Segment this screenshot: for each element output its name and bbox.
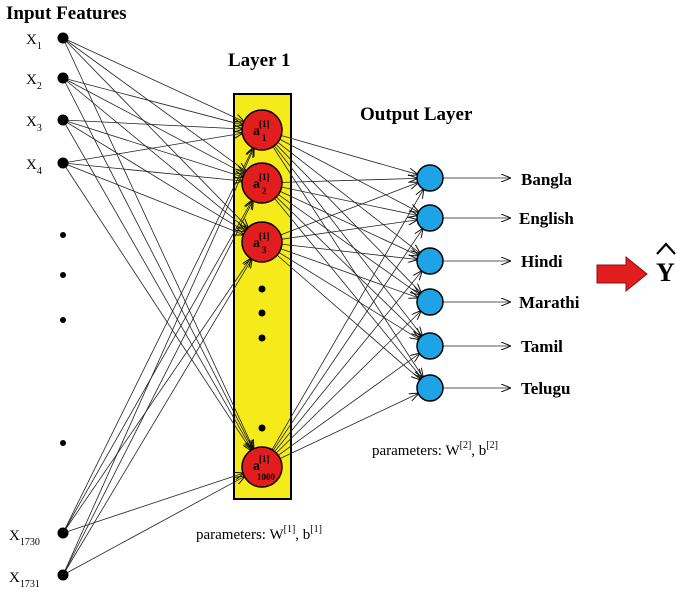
svg-text:a[1]: a[1]: [253, 172, 270, 192]
edge-input-2-hidden-2: [62, 119, 245, 232]
output-label-marathi: Marathi: [519, 293, 580, 312]
edge-hidden-1-output-4: [276, 196, 420, 337]
edge-hidden-3-output-2: [274, 271, 422, 452]
result-arrow-icon: [596, 255, 648, 293]
input-nodes: [57, 32, 69, 581]
hidden-neuron-a1000: a[1] 1000: [241, 446, 283, 488]
hidden-ellipsis: [258, 285, 266, 432]
hidden-to-output-connections: [271, 135, 423, 459]
edge-input-0-hidden-2: [62, 37, 248, 228]
output-label-hindi: Hindi: [521, 252, 563, 271]
hidden-parameters-caption: parameters: W[1], b[1]: [196, 524, 322, 543]
edge-input-1-hidden-1: [62, 77, 244, 174]
edge-input-3-hidden-2: [62, 162, 243, 235]
output-neuron-marathi: [416, 288, 444, 316]
output-neurons: [416, 164, 444, 402]
svg-text:3: 3: [262, 245, 267, 255]
input-label-x4: X4: [26, 157, 42, 177]
edge-hidden-3-output-1: [272, 229, 423, 451]
svg-text:1000: 1000: [257, 472, 276, 482]
edge-input-3-hidden-3: [62, 162, 251, 450]
input-to-hidden-connections: [62, 37, 254, 576]
hidden-neuron-a1: a[1] 1: [241, 109, 283, 151]
edge-input-4-hidden-3: [62, 473, 243, 534]
edge-hidden-0-output-3: [275, 144, 421, 292]
edge-hidden-2-output-1: [281, 220, 417, 240]
input-node-x2: [57, 72, 69, 84]
svg-text:1: 1: [262, 133, 267, 143]
input-ellipsis: [60, 232, 66, 446]
output-neuron-english: [416, 204, 444, 232]
hat-icon: [656, 242, 676, 255]
input-node-x1730: [57, 527, 69, 539]
edge-input-2-hidden-3: [62, 119, 252, 450]
edge-hidden-1-output-5: [274, 198, 422, 377]
output-label-tamil: Tamil: [521, 337, 563, 356]
edge-input-1-hidden-2: [62, 77, 247, 229]
edge-hidden-2-output-4: [278, 252, 419, 340]
input-node-x1731: [57, 569, 69, 581]
edge-hidden-0-output-0: [281, 135, 417, 174]
output-label-english: English: [519, 209, 574, 228]
edge-input-2-hidden-0: [62, 119, 242, 129]
svg-text:a[1]: a[1]: [253, 231, 270, 251]
hidden-neuron-a3: a[1] 3: [241, 221, 283, 263]
layer-1-title: Layer 1: [228, 50, 290, 71]
hidden-neuron-a2: a[1] 2: [241, 162, 283, 204]
edge-hidden-1-output-0: [281, 178, 417, 183]
output-arrows: [443, 178, 510, 388]
input-label-x2: X2: [26, 72, 42, 92]
input-node-x4: [57, 157, 69, 169]
edge-input-3-hidden-1: [62, 162, 242, 181]
edge-hidden-2-output-0: [280, 183, 418, 236]
edge-input-5-hidden-3: [62, 477, 244, 576]
output-neuron-tamil: [416, 332, 444, 360]
input-label-x1731: X1731: [9, 570, 40, 590]
input-label-x1: X1: [26, 32, 42, 52]
svg-text:a[1]: a[1]: [253, 119, 270, 139]
hidden-layer-box: [233, 93, 292, 500]
edge-input-0-hidden-3: [62, 37, 254, 449]
edge-hidden-3-output-3: [275, 311, 420, 454]
output-label-telugu: Telugu: [521, 379, 570, 398]
edge-hidden-0-output-5: [272, 146, 423, 377]
output-label-bangla: Bangla: [521, 170, 573, 189]
edge-hidden-1-output-1: [281, 186, 418, 215]
output-parameters-caption: parameters: W[2], b[2]: [372, 440, 498, 459]
edge-hidden-2-output-2: [281, 243, 417, 259]
edge-input-5-hidden-0: [62, 148, 254, 576]
input-label-x1730: X1730: [9, 528, 40, 548]
svg-text:2: 2: [262, 186, 267, 196]
edge-hidden-1-output-2: [279, 191, 418, 255]
output-neuron-telugu: [416, 374, 444, 402]
edge-input-0-hidden-0: [62, 37, 244, 122]
input-label-x3: X3: [26, 114, 42, 134]
input-node-x3: [57, 114, 69, 126]
edge-hidden-0-output-2: [277, 141, 420, 253]
edge-input-4-hidden-2: [62, 259, 251, 534]
edge-hidden-3-output-0: [271, 189, 423, 450]
edge-input-0-hidden-1: [62, 37, 246, 171]
input-node-x1: [57, 32, 69, 44]
edge-hidden-1-output-3: [278, 194, 419, 295]
y-hat-symbol: Y: [656, 258, 675, 287]
edge-hidden-3-output-4: [277, 354, 419, 456]
edge-input-4-hidden-0: [62, 148, 253, 534]
edge-input-4-hidden-1: [62, 200, 252, 534]
edge-hidden-0-output-4: [273, 145, 422, 336]
edge-input-3-hidden-0: [62, 133, 242, 164]
edge-hidden-2-output-3: [280, 248, 418, 298]
output-neuron-hindi: [416, 247, 444, 275]
svg-text:a[1]: a[1]: [253, 454, 270, 474]
input-features-title: Input Features: [6, 3, 127, 24]
edge-hidden-3-output-5: [279, 394, 418, 459]
edge-hidden-0-output-1: [279, 138, 419, 212]
output-layer-title: Output Layer: [360, 104, 473, 125]
edge-input-1-hidden-0: [62, 77, 243, 125]
output-neuron-bangla: [416, 164, 444, 192]
edge-input-5-hidden-2: [62, 259, 252, 576]
edge-input-5-hidden-1: [62, 201, 253, 576]
